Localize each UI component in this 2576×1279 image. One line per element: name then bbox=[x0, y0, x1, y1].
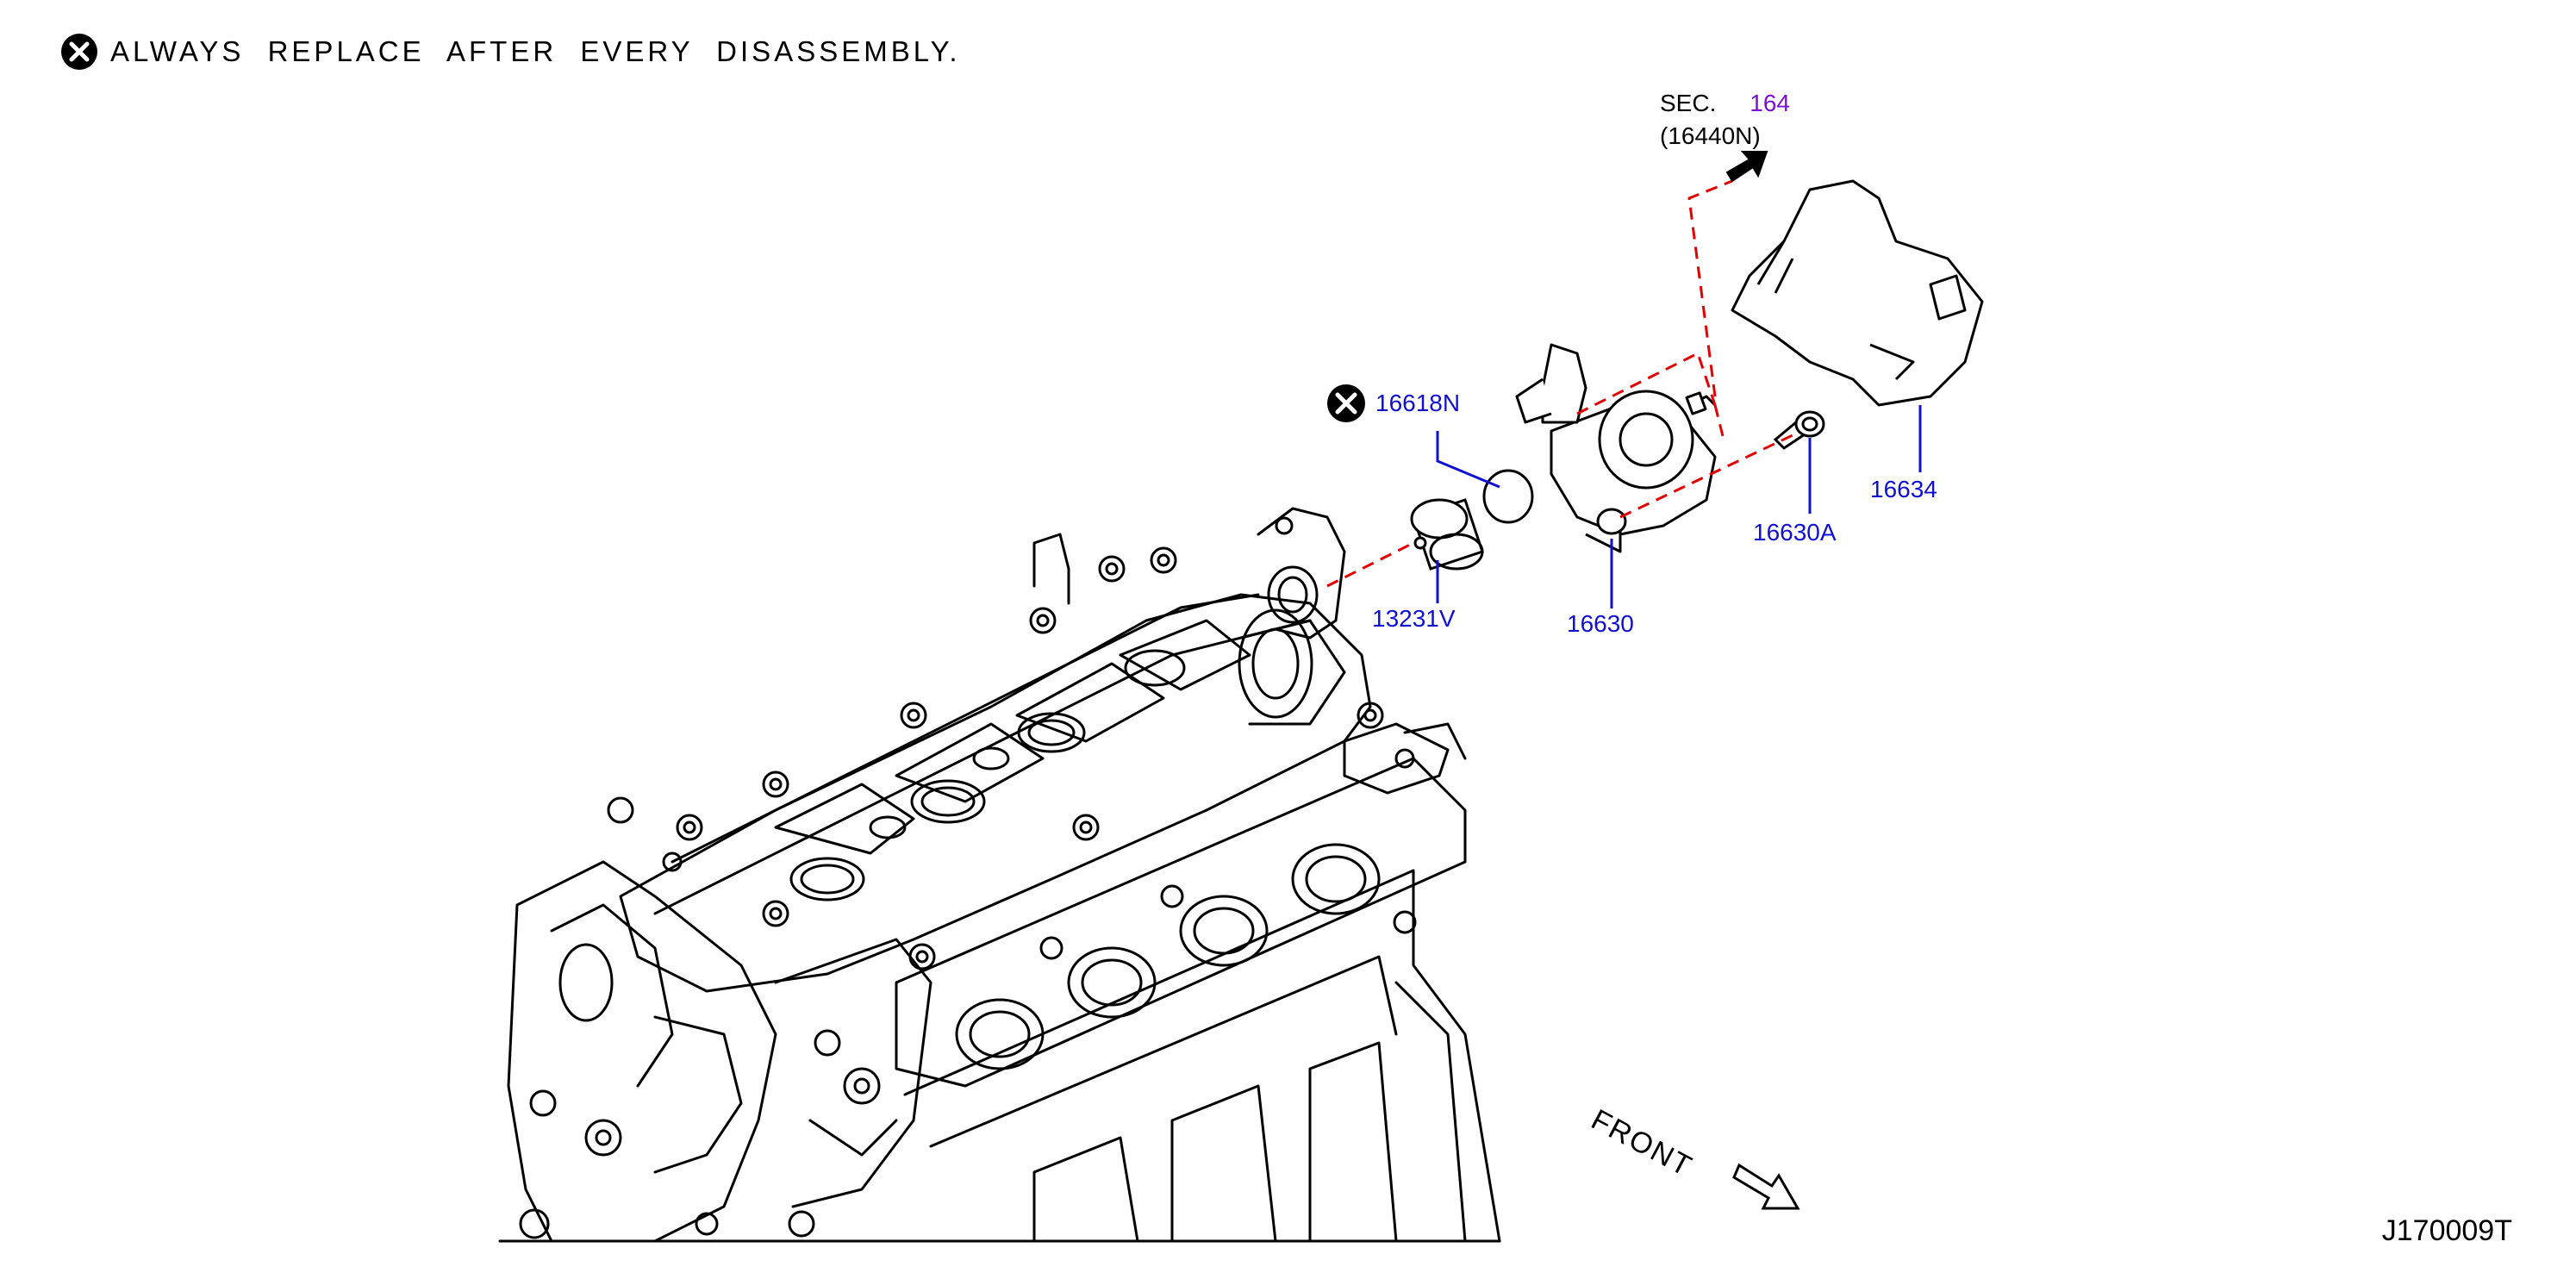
callout-13231V[interactable]: 13231V bbox=[1372, 605, 1456, 632]
x-circle-icon bbox=[61, 34, 97, 70]
callout-16630A[interactable]: 16630A bbox=[1753, 519, 1837, 546]
x-circle-icon bbox=[1327, 384, 1365, 422]
callout-16634[interactable]: 16634 bbox=[1870, 476, 1937, 502]
section-number-link[interactable]: 164 bbox=[1750, 90, 1790, 116]
callout-leaders bbox=[1436, 405, 1922, 608]
section-arrow bbox=[1725, 151, 1768, 183]
part-16618N-o-ring bbox=[1482, 469, 1534, 524]
engine-assembly-drawing bbox=[498, 507, 1501, 1243]
section-prefix: SEC. bbox=[1660, 90, 1717, 116]
callout-16618N[interactable]: 16618N bbox=[1375, 390, 1461, 416]
front-arrow-icon bbox=[1732, 1163, 1800, 1210]
section-ref: SEC. 164 bbox=[1660, 90, 1790, 117]
note-text: ALWAYS REPLACE AFTER EVERY DISASSEMBLY. bbox=[110, 35, 961, 67]
section-part-ref: (16440N) bbox=[1660, 122, 1761, 149]
assembly-dashed-lines bbox=[1326, 179, 1793, 588]
part-16630-fuel-pump bbox=[1515, 343, 1717, 553]
part-16630A-bolt bbox=[1773, 410, 1825, 450]
diagram-code: J170009T bbox=[2381, 1214, 2512, 1247]
part-16634-insulator bbox=[1731, 179, 1984, 407]
callout-16630[interactable]: 16630 bbox=[1567, 610, 1634, 637]
replacement-note: ALWAYS REPLACE AFTER EVERY DISASSEMBLY. bbox=[60, 31, 961, 72]
part-13231V-lifter bbox=[1410, 498, 1484, 571]
